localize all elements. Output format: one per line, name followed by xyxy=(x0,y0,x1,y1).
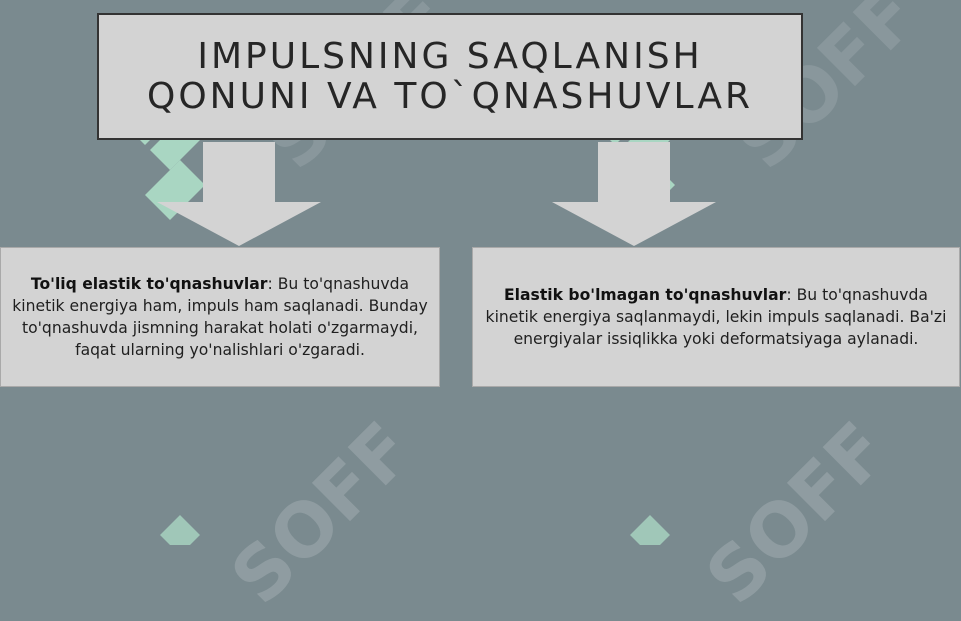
elastic-collision-box: To'liq elastik to'qnashuvlar: Bu to'qnas… xyxy=(0,247,440,387)
elastic-collision-text: : Bu to'qnashuvda kinetik energiya ham, … xyxy=(12,275,428,359)
inelastic-collision-text: : Bu to'qnashuvda kinetik energiya saqla… xyxy=(485,286,947,348)
title-line-1: IMPULSNING SAQLANISH xyxy=(197,35,703,77)
watermark-logo-icon xyxy=(160,515,200,545)
down-arrow-left-icon xyxy=(157,142,321,246)
elastic-collision-description: To'liq elastik to'qnashuvlar: Bu to'qnas… xyxy=(7,273,433,361)
page-title: IMPULSNING SAQLANISH QONUNI VA TO`QNASHU… xyxy=(147,35,753,117)
inelastic-collision-heading: Elastik bo'lmagan to'qnashuvlar xyxy=(504,286,787,304)
down-arrow-right-icon xyxy=(552,142,716,246)
elastic-collision-heading: To'liq elastik to'qnashuvlar xyxy=(30,275,268,293)
watermark-text: SOFF xyxy=(690,406,905,621)
inelastic-collision-description: Elastik bo'lmagan to'qnashuvlar: Bu to'q… xyxy=(479,284,953,350)
watermark-logo-icon xyxy=(630,515,670,545)
inelastic-collision-box: Elastik bo'lmagan to'qnashuvlar: Bu to'q… xyxy=(472,247,960,387)
title-line-2: QONUNI VA TO`QNASHUVLAR xyxy=(147,75,753,117)
title-box: IMPULSNING SAQLANISH QONUNI VA TO`QNASHU… xyxy=(97,13,803,140)
watermark-text: SOFF xyxy=(215,406,430,621)
